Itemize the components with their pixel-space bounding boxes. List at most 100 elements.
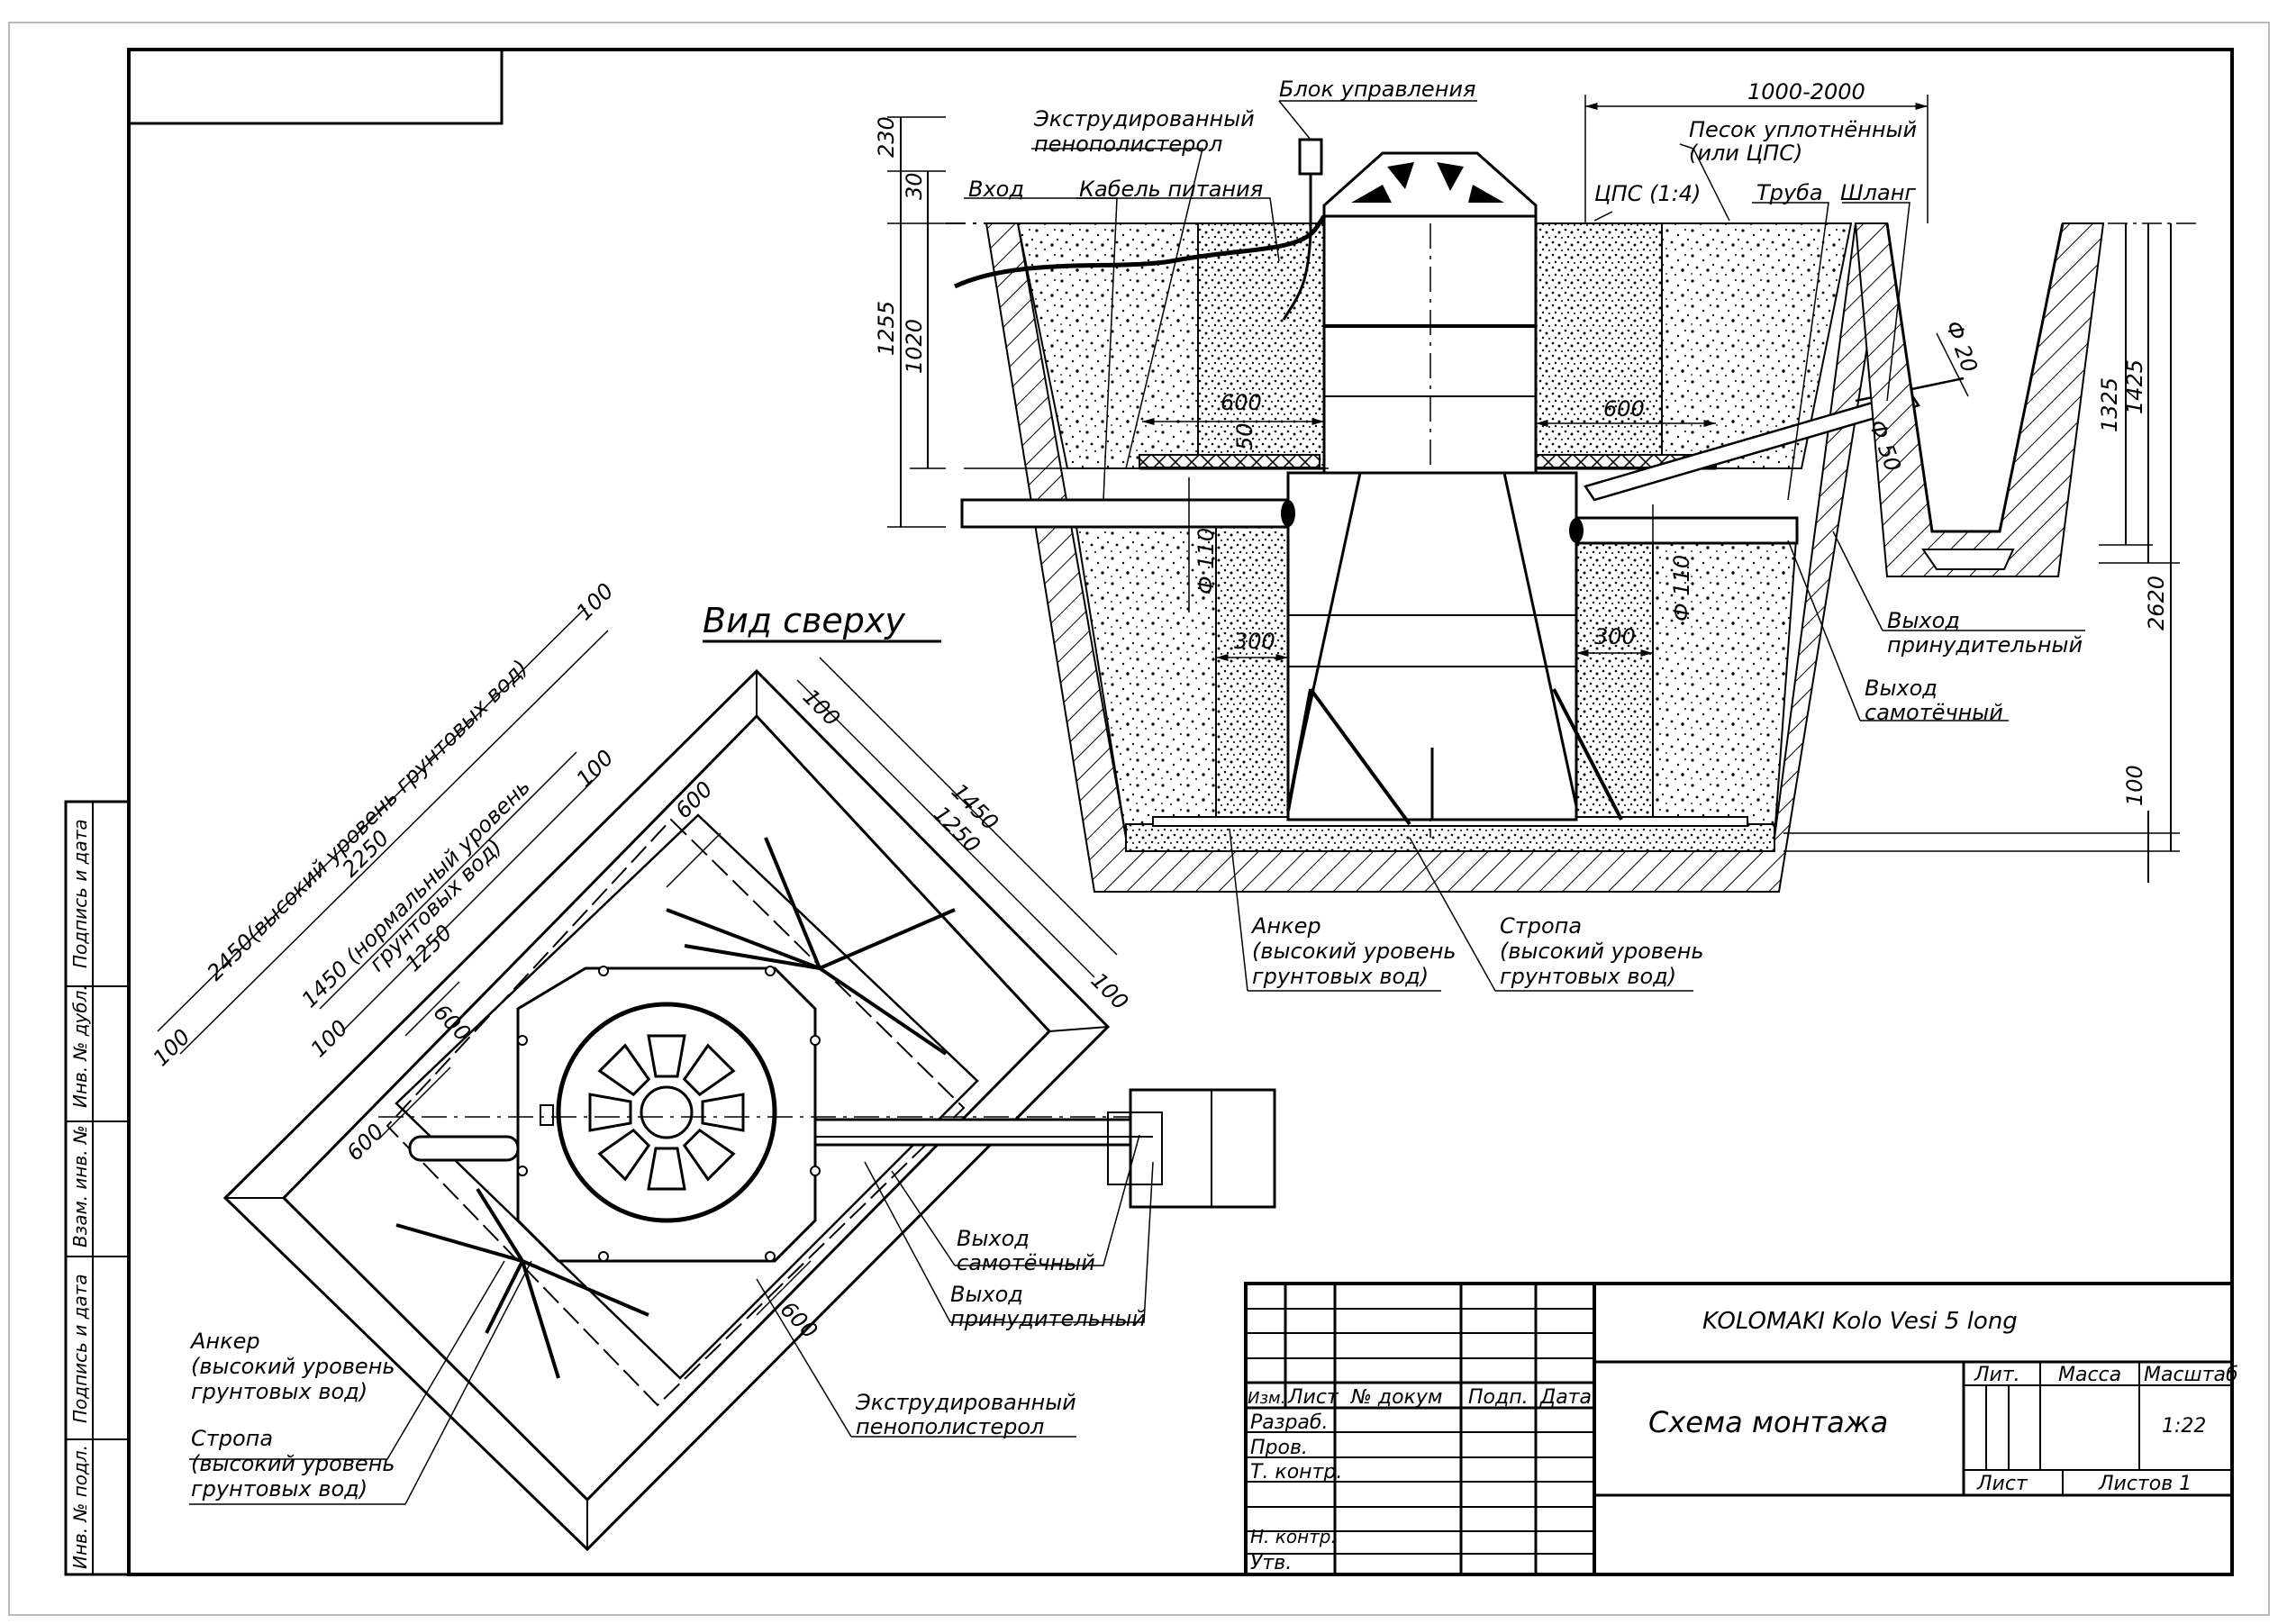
top-ditch [1129,1088,1276,1209]
side-strip-repl-inv: Взам. инв. № [69,1125,91,1247]
label-out-gravity-1: Выход [1865,676,1938,701]
title-block: KOLOMAKI Kolo Vesi 5 long Схема монтажа … [1244,1282,2238,1576]
title-doc: Схема монтажа [1648,1405,1888,1439]
side-strip-sign-date-1: Подпись и дата [69,819,91,968]
ditch-section [1854,222,2105,577]
label-anchor-1: Анкер [1250,913,1321,939]
label-sand-1: Песок уплотнённый [1689,117,1917,142]
sand-fill-right-upper [1661,222,1853,469]
lid-vents [588,1034,745,1191]
tb-razrab: Разраб. [1250,1411,1328,1434]
top-left-stamp [127,48,504,125]
tb-tkontr: Т. контр. [1250,1461,1342,1483]
top-dim-100-f: 100 [305,1015,352,1062]
side-strip-dup-inv: Инв. № дубл. [69,984,91,1108]
dim-2620: 2620 [2144,576,2169,631]
outlet-forced-hose [1584,390,1920,502]
tb-izm: Изм. [1248,1389,1285,1408]
tb-mass: Масса [2058,1364,2121,1386]
tb-doc: № докум [1350,1386,1442,1409]
top-dim-100-c: 100 [571,745,618,792]
label-cps: ЦПС (1:4) [1594,181,1701,206]
section-dims-right: 1000-2000 1325 1425 2620 100 [1584,79,2198,883]
cps-fill-left-upper [1197,222,1325,469]
power-cable [953,214,1327,289]
label-sand-2: (или ЦПС) [1689,141,1802,166]
label-control-block: Блок управления [1279,77,1475,102]
top-label-out-gravity-1: Выход [957,1226,1030,1251]
top-label-out-forced-1: Выход [950,1282,1023,1307]
dim-1020: 1020 [902,319,927,374]
tb-sign: Подп. [1468,1386,1529,1409]
cps-fill-left-lower [1215,526,1289,821]
section-leaders [964,100,2085,992]
anchor-bottom [395,1187,649,1379]
outlet-gravity-pipe [1575,516,1799,545]
top-label-out-gravity-2: самотёчный [957,1250,1095,1275]
tb-utv: Утв. [1250,1552,1292,1574]
side-strip: Подпись и дата Инв. № дубл. Взам. инв. №… [64,800,131,1576]
dim-1325: 1325 [2097,377,2122,432]
label-power-cable: Кабель питания [1079,177,1263,202]
dim-230: 230 [874,116,899,158]
top-label-anchor-1: Анкер [189,1329,260,1354]
tb-date: Дата [1539,1386,1592,1409]
title-product: KOLOMAKI Kolo Vesi 5 long [1702,1308,2018,1335]
label-sling-3: грунтовых вод) [1500,964,1676,989]
tb-lit: Лит. [1974,1364,2020,1386]
label-anchor-2: (высокий уровень [1252,939,1457,964]
label-hose: Шланг [1840,180,1916,205]
tb-sheet: Лист [1976,1473,2028,1495]
control-block [1298,138,1323,176]
section-dims-left: 230 30 1255 1020 [874,116,946,528]
top-label-sling-1: Стропа [191,1426,273,1451]
dim-300-left: 300 [1234,629,1275,654]
top-dim-100-d: 100 [1086,967,1133,1014]
label-entry: Вход [968,177,1024,202]
top-label-anchor-2: (высокий уровень [191,1354,395,1379]
dim-50: 50 [1232,422,1257,450]
label-pipe: Труба [1756,180,1823,205]
top-leaders [189,1134,1154,1505]
tb-scale-header: Масштаб [2144,1364,2238,1386]
tb-prov: Пров. [1250,1437,1308,1459]
top-label-foam-1: Экструдированный [855,1390,1076,1415]
top-outlet-pipe [813,1118,1164,1147]
top-label-sling-3: грунтовых вод) [191,1476,368,1502]
top-view-title: Вид сверху [703,601,905,640]
top-dim-100-e: 100 [148,1024,195,1071]
top-inlet-pipe [408,1135,520,1162]
dim-1255: 1255 [874,301,899,356]
concrete-base [1125,823,1775,852]
anchor-top [666,837,956,1056]
foam-board-left [1139,454,1321,468]
dim-600-left: 600 [1221,390,1262,415]
cps-fill-right-lower [1575,526,1654,821]
dim-110-right: Ф 110 [1669,555,1694,621]
label-sling-1: Стропа [1500,913,1582,939]
tb-scale: 1:22 [2162,1415,2206,1438]
label-out-gravity-2: самотёчный [1865,700,2003,725]
dim-1000-2000: 1000-2000 [1747,79,1865,104]
sheet-outer-border [8,22,2270,1616]
dim-110-left: Ф 110 [1193,528,1219,594]
inlet-pipe [960,498,1290,529]
section-view: 230 30 1255 1020 600 50 600 Ф 110 Ф 110 … [874,77,2198,992]
dim-20: Ф 20 [1940,317,1982,376]
dim-30: 30 [902,172,927,200]
tank-body [1286,471,1578,821]
tb-sheets: Листов 1 [2098,1473,2192,1495]
side-strip-sign-date-2: Подпись и дата [69,1274,91,1423]
foam-board-outline [386,818,966,1407]
tb-nkontr: Н. контр. [1250,1526,1337,1547]
dim-1425: 1425 [2122,359,2147,414]
top-label-out-forced-2: принудительный [950,1306,1146,1331]
label-out-forced-1: Выход [1887,608,1960,633]
tank-lid [1322,151,1538,218]
dim-600-right: 600 [1603,396,1645,422]
top-dim-100-a: 100 [571,578,618,625]
dim-100-base: 100 [2122,765,2147,806]
top-label-anchor-3: грунтовых вод) [191,1379,368,1404]
label-anchor-3: грунтовых вод) [1252,964,1429,989]
